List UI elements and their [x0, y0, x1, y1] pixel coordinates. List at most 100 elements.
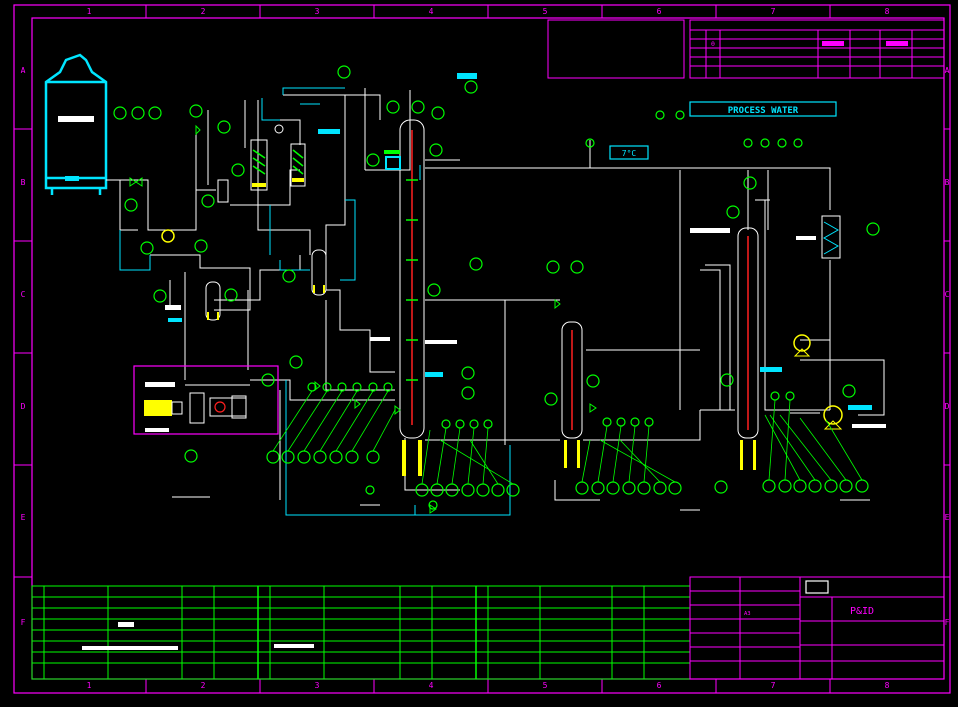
instrument-bubble	[777, 138, 787, 148]
instrument-bubble	[586, 374, 600, 388]
revision-row-0-fills	[822, 41, 908, 46]
revision-row-0-no: 0	[711, 40, 715, 48]
instrument-bubble	[289, 355, 303, 369]
grid-col-bottom-7: 7	[771, 681, 776, 690]
instrument-bubble	[714, 480, 728, 494]
grid-col-top-6: 6	[657, 7, 662, 16]
grid-col-bottom-6: 6	[657, 681, 662, 690]
temperature-box: 7°C	[609, 145, 649, 160]
heat-exchanger-right	[821, 215, 841, 259]
instrument-bubble	[461, 366, 475, 380]
process-water-label: PROCESS WATER	[728, 106, 799, 116]
instrument-bubble	[546, 260, 560, 274]
grid-row-ticks	[14, 128, 950, 578]
confidential-note	[547, 19, 685, 79]
reactor-heater-band-2	[292, 178, 304, 182]
title-block-rows: A3	[744, 611, 751, 617]
company-logo	[805, 580, 829, 594]
reactor-heater-band	[252, 183, 266, 187]
instrument-bubble	[743, 176, 757, 190]
grid-row-left-d: D	[21, 402, 26, 411]
parts-list-fills	[82, 622, 314, 650]
grid-row-left-a: A	[21, 66, 26, 75]
instrument-bubble	[113, 106, 127, 120]
instrument-bubble	[720, 373, 734, 387]
instrument-bubble	[760, 138, 770, 148]
grid-row-right-c: C	[945, 290, 950, 299]
grid-row-left-c: C	[21, 290, 26, 299]
instrument-leaders	[272, 390, 863, 485]
instrument-bubble	[217, 120, 231, 134]
instrument-bubble	[140, 241, 154, 255]
process-lines	[106, 88, 885, 511]
reactor-fill	[207, 285, 325, 320]
grid-row-right-b: B	[945, 178, 950, 187]
instrument-bubble	[866, 222, 880, 236]
parts-list-frame	[31, 585, 691, 680]
instrument-bubble	[842, 384, 856, 398]
instrument-bubble	[282, 269, 296, 283]
instrument-bubble	[153, 289, 167, 303]
instrument-bubble	[675, 110, 685, 120]
instrument-bubble	[261, 373, 275, 387]
grid-row-left-f: F	[21, 618, 26, 627]
grid-row-right-d: D	[945, 402, 950, 411]
instrument-bubble	[469, 257, 483, 271]
pump-skid	[133, 365, 279, 435]
instrument-bubble	[366, 153, 380, 167]
grid-col-bottom-2: 2	[201, 681, 206, 690]
pump-left	[161, 229, 175, 243]
grid-col-bottom-4: 4	[429, 681, 434, 690]
instrument-bubble	[655, 110, 665, 120]
instrument-bubble	[431, 106, 445, 120]
tag-blocks	[65, 73, 886, 428]
instrument-bubble	[726, 205, 740, 219]
grid-col-top-4: 4	[429, 7, 434, 16]
instrument-bubble	[224, 288, 238, 302]
grid-col-bottom-3: 3	[315, 681, 320, 690]
instrument-bubble	[429, 143, 443, 157]
grid-row-left-e: E	[21, 513, 26, 522]
condenser-fill	[252, 149, 304, 175]
grid-col-top-3: 3	[315, 7, 320, 16]
title-block-frame	[689, 576, 945, 680]
process-water-box: PROCESS WATER	[689, 101, 837, 117]
instrument-bubble	[793, 138, 803, 148]
instrument-bubbles	[113, 65, 880, 510]
grid-row-right-e: E	[945, 513, 950, 522]
cooling-water-flag	[318, 129, 340, 134]
grid-col-bottom-1: 1	[87, 681, 92, 690]
grid-col-top-5: 5	[543, 7, 548, 16]
temperature-label: 7°C	[622, 149, 637, 158]
instrument-bubble	[411, 100, 425, 114]
title-row-value-size: A3	[744, 611, 751, 617]
revision-table	[689, 19, 945, 79]
instrument-bubble	[386, 100, 400, 114]
grid-col-top-1: 1	[87, 7, 92, 16]
valves	[129, 124, 597, 514]
storage-tank-level-label	[58, 116, 94, 122]
column-3	[737, 227, 759, 470]
instrument-bubble	[427, 283, 441, 297]
instrument-bubble	[184, 449, 198, 463]
instrument-bubble	[585, 138, 595, 148]
grid-col-bottom-5: 5	[543, 681, 548, 690]
instrument-bubble	[544, 392, 558, 406]
instrument-bubble	[189, 104, 203, 118]
grid-col-top-7: 7	[771, 7, 776, 16]
column-1	[384, 119, 425, 476]
instrument-bubble	[365, 485, 375, 495]
instrument-bubble	[428, 500, 438, 510]
grid-column-labels: 1 2 3 4 5 6 7 8 1 2 3 4 5 6 7 8	[87, 7, 890, 690]
instrument-bubble	[743, 138, 753, 148]
grid-row-labels: A B C D E F A B C D E F	[21, 66, 950, 627]
grid-col-bottom-8: 8	[885, 681, 890, 690]
instrument-bubble	[201, 194, 215, 208]
grid-row-left-b: B	[21, 178, 26, 187]
instrument-bubble	[464, 80, 478, 94]
instrument-bubble	[124, 198, 138, 212]
utility-lines	[119, 87, 511, 516]
pump-right-1	[793, 334, 811, 357]
grid-column-ticks	[145, 5, 831, 693]
